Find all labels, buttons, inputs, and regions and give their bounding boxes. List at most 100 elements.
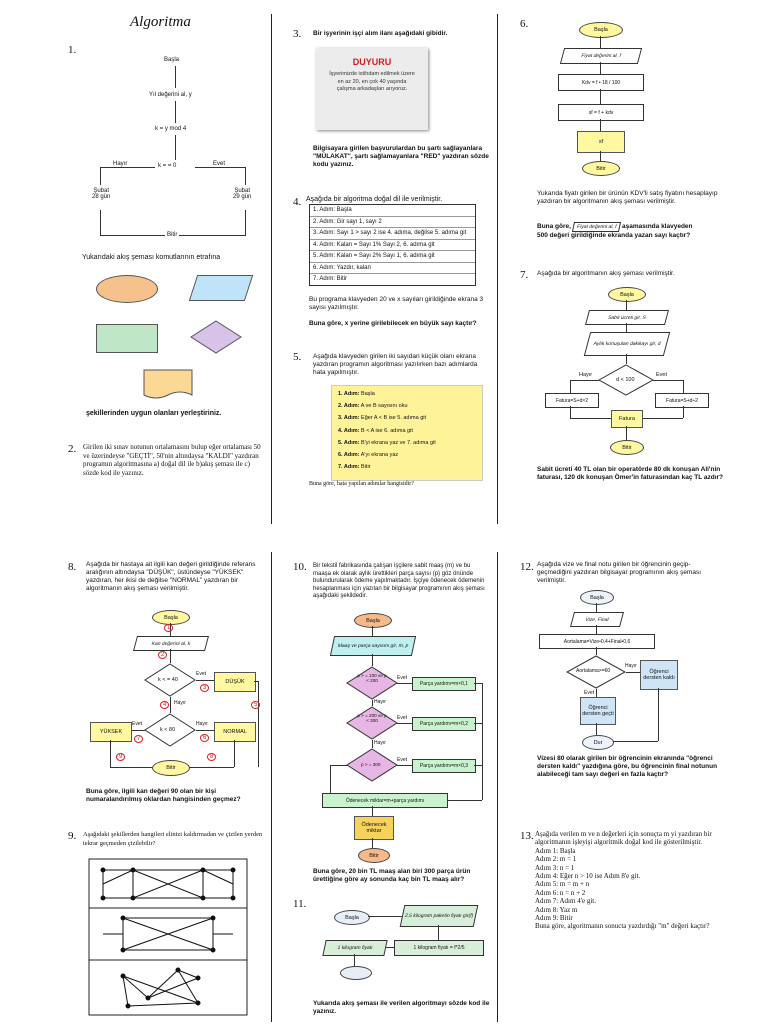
q4-step: 5. Adım: Kalan = Sayı 2% Sayı 1, 6. adım… [310,251,475,263]
q8-number: 8. [68,561,77,573]
q5-step: 3. Adım: Eğer A < B ise 5. adıma git [338,415,426,422]
q12-arrow [596,689,597,697]
q10-cond1: p > = 100 ve p < 200 [357,673,387,683]
q7-question: Sabit ücreti 40 TL olan bir operatörde 8… [537,466,724,481]
q8-mark: 1 [164,624,174,632]
q8-mark: 5 [251,701,261,709]
q7-arrow [626,354,627,364]
q11-arrow [368,916,402,917]
q13-number: 13. [520,830,534,842]
q10-number: 10. [293,561,307,573]
q8-yes2: Evet [132,721,143,727]
q12-start: Başla [580,590,614,605]
q4-steps-table: 1. Adım: Başla 2. Adım: Gir sayı 1, sayı… [309,204,476,286]
q10-cond2: p > = 200 ve p < 300 [357,713,387,723]
q10-branch2: Parça yardımı=m×0,2 [412,717,476,731]
q1-branch-right [195,167,245,168]
q7-arrow [626,426,627,440]
q11-start: Başla [334,910,370,925]
q10-merge-bottom [446,800,482,801]
q8-mark: 4 [160,701,170,709]
q7-arrow [626,323,627,332]
q1-arrow [175,101,176,123]
q7-cond: d < 100 [616,377,635,383]
q8-arrow [170,649,171,663]
q10-question: Buna göre, 20 bin TL maaş alan biri 300 … [313,868,471,883]
q6-arrow [600,119,601,131]
q4-step: 1. Adım: Başla [310,205,475,217]
q7-branch-right [653,380,683,381]
q12-condition-diamond [566,655,626,689]
q10-no: Hayır [374,699,386,705]
q8-mark: 7 [134,735,144,743]
q11-question: Yukarıda akış şeması ile verilen algorit… [313,1000,490,1015]
q6-text: Yukarıda fiyatı girilen bir ürünün KDV'l… [537,190,718,205]
q6-arrow [600,62,601,74]
q1-yes-label: Evet [213,161,226,167]
q5-step: 5. Adım: B'yi ekrana yaz ve 7. adıma git [338,439,436,446]
q7-merge-left [570,406,571,418]
q5-question: Buna göre, hata yapılan adımlar hangisid… [309,481,414,487]
q4-number: 4. [293,196,302,208]
q7-title: Aşağıda bir algoritmanın akış şeması ver… [537,270,675,277]
q13-line: Adım 2: m = 1 [535,855,577,864]
q8-condition1-diamond [144,663,196,697]
q11-arrow [354,954,355,966]
q13-line: Adım 7: Adım 4'e git. [535,897,596,906]
q11-arrow [386,947,394,948]
q12-no: Hayır [625,663,637,669]
q8-arrow [254,681,258,682]
q12-arrow [596,647,597,655]
q1-merge-left [100,210,101,235]
q7-read1: Sabit ücreti gir, S [584,310,670,325]
q10-start: Başla [354,613,392,628]
q10-condition2-diamond [346,706,398,740]
q8-no1: Hayır [174,700,186,706]
q1-end: Bitir [165,232,180,238]
q1-branch-left-down [100,167,101,185]
q13-body: Aşağıda verilen m ve n değerleri için so… [535,830,730,931]
q1-feb28: Şubat 28 gün [92,188,111,200]
q13-line: Adım 5: m = m + n [535,880,590,889]
q8-low: DÜŞÜK [214,672,256,692]
q1-start: Başla [164,57,180,63]
q10-arrow [372,740,373,748]
q10-condition3-diamond [346,748,398,782]
q9-text: Aşağıdaki şekillerden hangileri elinizi … [83,831,263,847]
q10-branch3: Parça yardımı=m×0,3 [412,759,476,773]
q12-yes: Evet [584,690,595,696]
q10-yes-line [397,683,412,684]
q10-merge-right [482,683,483,800]
page-title: Algoritma [130,14,191,30]
q7-end: Bitir [610,440,644,455]
q10-merge-right [474,765,482,766]
q6-output: sf [577,131,625,153]
q6-read: Fiyat değerini al, f [559,48,643,64]
q10-total: Ödenecek miktar=m+parça yardımı [322,793,448,808]
q12-question: Vizesi 80 olarak girilen bir öğrencinin … [537,755,718,778]
q11-output: 1 kilogram fiyatı [322,940,388,956]
q10-yes: Evet [397,757,408,763]
q7-condition-diamond [598,364,654,396]
column-divider-1 [271,14,272,524]
q11-arrow [438,925,439,940]
q13-line: Adım 8: Yaz m [535,905,578,914]
q6-question: Buna göre, Fiyat değerini al, f aşamasın… [537,222,693,239]
q1-shapes-footer: şekillerinden uygun olanları yerleştirin… [86,410,222,417]
q12-arrow [596,723,597,735]
q10-yes: Evet [397,715,408,721]
q10-arrow [372,626,373,636]
document-shape [143,369,193,399]
q3-notice-title: DUYURU [352,57,392,67]
q10-read: Maaş ve parça sayısını gir, m, p [329,636,417,656]
q8-no2: Hayır [196,721,208,727]
q12-fail-down [658,688,659,741]
q10-cond3: p > = 300 [361,762,381,767]
q12-fail-down [612,741,658,742]
q8-yes1-line [196,680,214,681]
q7-yes: Evet [656,372,668,378]
q5-step: 4. Adım: B < A ise 6. adıma git [338,427,413,434]
q12-end: Dur [582,735,614,750]
q10-no: Hayır [374,740,386,746]
q1-branch-right-down [245,167,246,185]
